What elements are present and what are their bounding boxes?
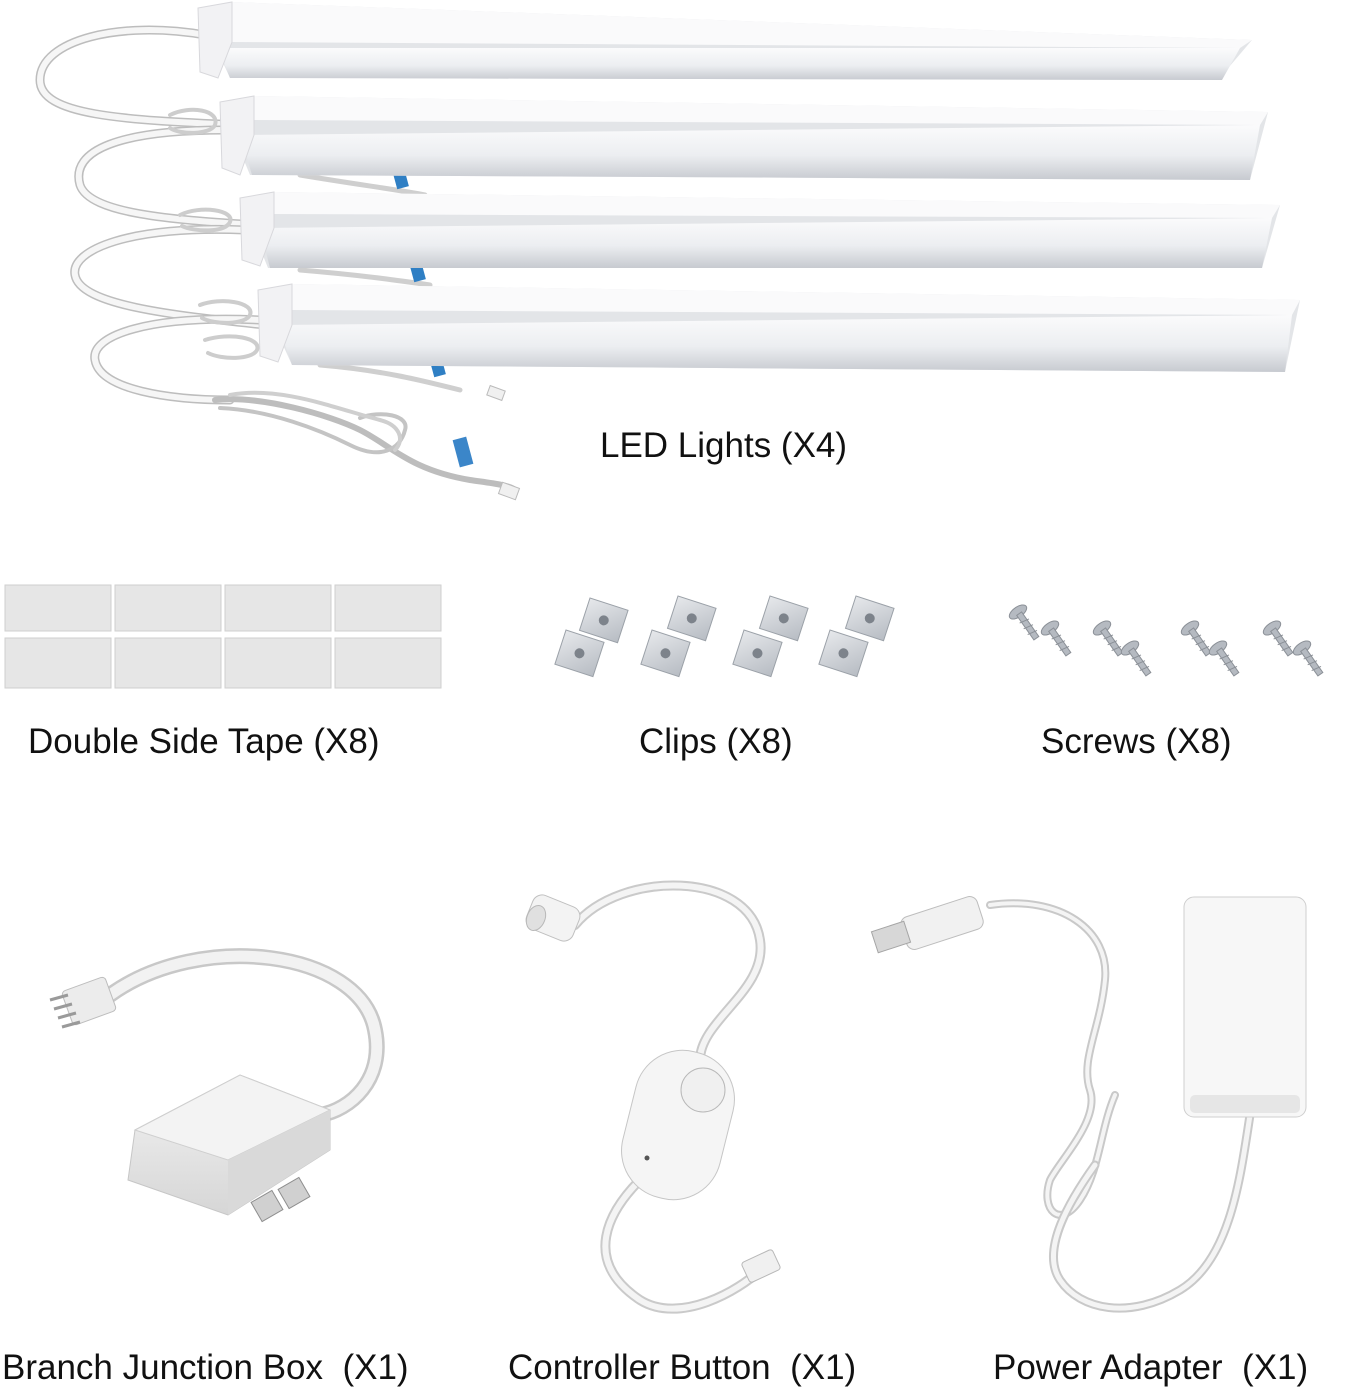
led-bar-4 xyxy=(257,283,1300,372)
screws xyxy=(1008,604,1324,677)
branch-junction-box-illustration xyxy=(49,948,385,1223)
branch-junction-box-caption: Branch Junction Box (X1) xyxy=(2,1348,409,1387)
double-side-tape-pieces xyxy=(4,584,442,689)
led-bar-3 xyxy=(239,191,1280,268)
power-adapter-caption: Power Adapter (X1) xyxy=(993,1348,1309,1387)
clips-caption: Clips (X8) xyxy=(639,722,793,761)
led-light-bars xyxy=(35,1,1300,501)
led-lights-caption: LED Lights (X4) xyxy=(600,426,848,465)
double-side-tape-caption: Double Side Tape (X8) xyxy=(28,722,380,761)
led-cables xyxy=(35,25,518,493)
mounting-clips xyxy=(554,595,895,678)
screws-caption: Screws (X8) xyxy=(1041,722,1232,761)
controller-button-caption: Controller Button (X1) xyxy=(508,1348,857,1387)
led-bar-1 xyxy=(197,1,1252,80)
controller-button-illustration xyxy=(525,880,781,1314)
led-bar-2 xyxy=(219,95,1268,180)
power-adapter-illustration xyxy=(870,896,1307,1313)
